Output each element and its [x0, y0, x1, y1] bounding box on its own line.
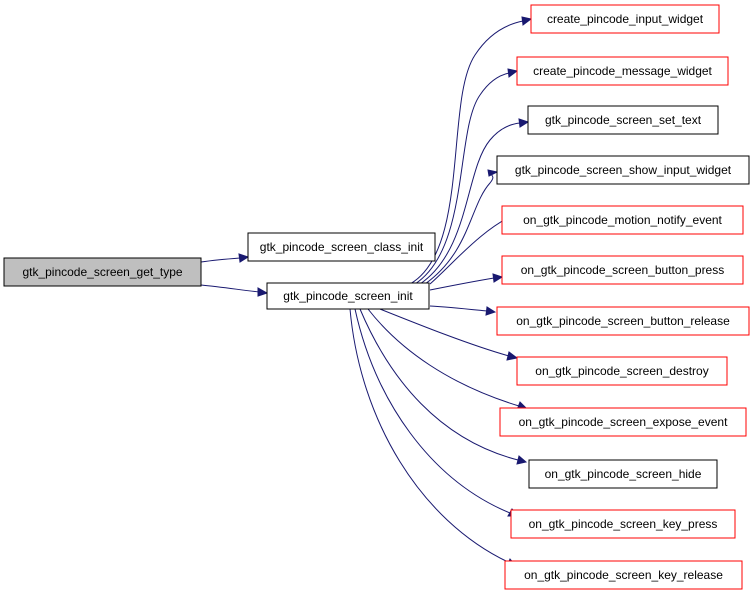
edge-init-set-text [419, 122, 521, 285]
node-create-input-widget-label: create_pincode_input_widget [547, 12, 704, 26]
node-root[interactable]: gtk_pincode_screen_get_type [3, 257, 202, 287]
node-create-message-widget[interactable]: create_pincode_message_widget [516, 56, 729, 86]
node-button-press-label: on_gtk_pincode_screen_button_press [521, 263, 724, 277]
node-hide-label: on_gtk_pincode_screen_hide [545, 467, 702, 481]
node-key-press[interactable]: on_gtk_pincode_screen_key_press [510, 509, 736, 539]
node-motion-notify-event[interactable]: on_gtk_pincode_motion_notify_event [501, 205, 744, 235]
node-show-input-widget-box [496, 155, 750, 185]
node-key-release-box [504, 560, 743, 590]
node-class-init[interactable]: gtk_pincode_screen_class_init [247, 232, 436, 262]
node-create-message-widget-label: create_pincode_message_widget [533, 64, 712, 78]
node-button-press[interactable]: on_gtk_pincode_screen_button_press [501, 255, 744, 285]
edge-root-class-init-arrow [238, 253, 250, 263]
node-motion-notify-event-box [501, 205, 744, 235]
node-key-press-box [510, 509, 736, 539]
node-create-input-widget[interactable]: create_pincode_input_widget [530, 4, 720, 34]
edge-init-create-message [414, 72, 510, 285]
edge-init-create-message-arrow [507, 68, 519, 78]
node-set-text[interactable]: gtk_pincode_screen_set_text [527, 105, 719, 135]
node-key-release-label: on_gtk_pincode_screen_key_release [524, 568, 723, 582]
edge-init-button-release [429, 305, 488, 312]
edge-root-class-init [200, 257, 241, 263]
node-init-box [266, 282, 430, 310]
edge-init-hide-arrow [516, 455, 528, 465]
nodes: gtk_pincode_screen_get_type gtk_pincode_… [3, 4, 750, 590]
edge-init-show-input-arrow [487, 169, 499, 177]
edge-root-init [200, 284, 260, 293]
node-set-text-label: gtk_pincode_screen_set_text [545, 113, 702, 127]
node-destroy-box [516, 356, 728, 386]
node-init[interactable]: gtk_pincode_screen_init [266, 282, 430, 310]
node-hide[interactable]: on_gtk_pincode_screen_hide [528, 459, 718, 489]
edge-root-init-arrow [257, 287, 269, 297]
edge-init-show-input [424, 172, 494, 285]
edge-init-expose [367, 308, 520, 407]
node-create-input-widget-box [530, 4, 720, 34]
node-key-release[interactable]: on_gtk_pincode_screen_key_release [504, 560, 743, 590]
node-class-init-label: gtk_pincode_screen_class_init [260, 240, 424, 254]
edge-init-button-press-arrow [492, 273, 504, 283]
node-destroy[interactable]: on_gtk_pincode_screen_destroy [516, 356, 728, 386]
node-set-text-box [527, 105, 719, 135]
node-show-input-widget[interactable]: gtk_pincode_screen_show_input_widget [496, 155, 750, 185]
edges [200, 16, 533, 567]
edge-init-set-text-arrow [518, 118, 530, 128]
edge-init-button-press [429, 277, 495, 291]
node-expose-event-label: on_gtk_pincode_screen_expose_event [519, 415, 728, 429]
node-button-release-label: on_gtk_pincode_screen_button_release [516, 314, 730, 328]
edge-init-key-release [349, 308, 509, 563]
edge-init-hide [359, 308, 519, 461]
node-expose-event-box [499, 407, 747, 437]
node-key-press-label: on_gtk_pincode_screen_key_press [529, 517, 718, 531]
node-create-message-widget-box [516, 56, 729, 86]
edge-init-destroy [379, 308, 510, 357]
edge-init-key-press [354, 308, 511, 514]
node-motion-notify-event-label: on_gtk_pincode_motion_notify_event [523, 213, 722, 227]
node-button-press-box [501, 255, 744, 285]
node-expose-event[interactable]: on_gtk_pincode_screen_expose_event [499, 407, 747, 437]
edge-init-create-input [409, 20, 524, 285]
node-root-box [3, 257, 202, 287]
node-button-release-box [496, 306, 750, 336]
node-show-input-widget-label: gtk_pincode_screen_show_input_widget [515, 163, 732, 177]
node-button-release[interactable]: on_gtk_pincode_screen_button_release [496, 306, 750, 336]
edge-init-create-input-arrow [521, 16, 533, 26]
node-init-label: gtk_pincode_screen_init [283, 289, 413, 303]
node-class-init-box [247, 232, 436, 262]
edge-init-button-release-arrow [485, 306, 497, 316]
node-root-label: gtk_pincode_screen_get_type [22, 265, 182, 279]
node-hide-box [528, 459, 718, 489]
edge-init-destroy-arrow [506, 351, 519, 361]
node-destroy-label: on_gtk_pincode_screen_destroy [535, 364, 708, 378]
